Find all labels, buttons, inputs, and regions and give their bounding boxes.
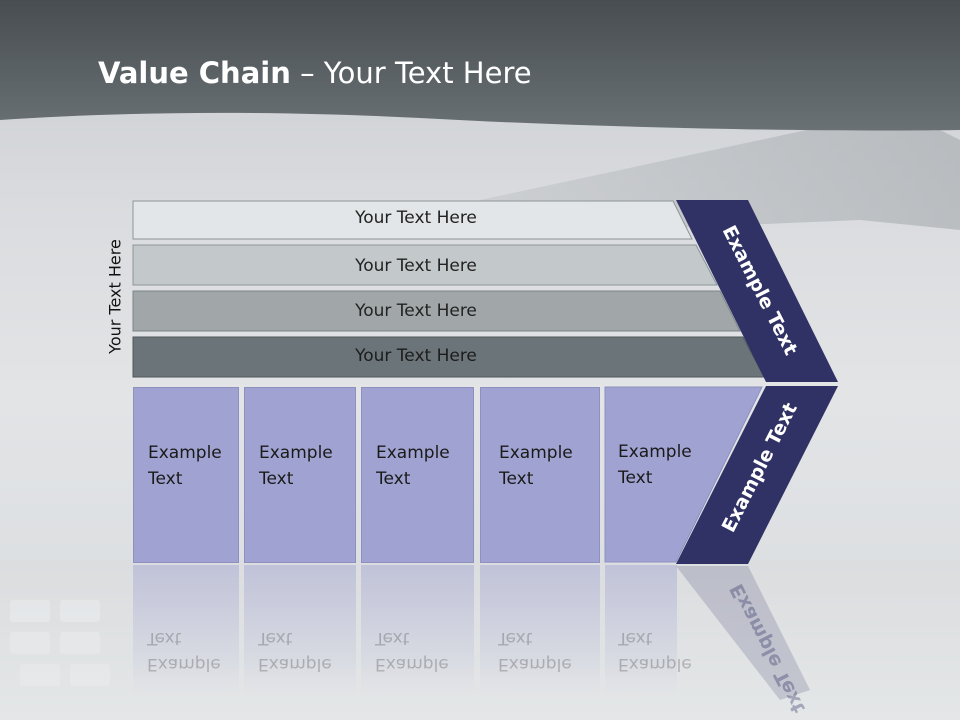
page-title: Value Chain – Your Text Here — [98, 56, 532, 90]
support-bar-4-label: Your Text Here — [355, 346, 477, 366]
primary-box-5-shape — [604, 386, 763, 563]
chevron-reflection — [676, 566, 810, 700]
header-band — [0, 0, 960, 131]
support-bar-1 — [132, 200, 693, 240]
support-bar-1-label: Your Text Here — [355, 208, 477, 228]
support-bar-3 — [132, 290, 741, 332]
support-bar-2 — [132, 244, 718, 286]
support-bar-2-label: Your Text Here — [355, 256, 477, 276]
chevron-upper — [676, 200, 838, 382]
support-bar-3-label: Your Text Here — [355, 301, 477, 321]
chevron-lower — [676, 386, 838, 564]
